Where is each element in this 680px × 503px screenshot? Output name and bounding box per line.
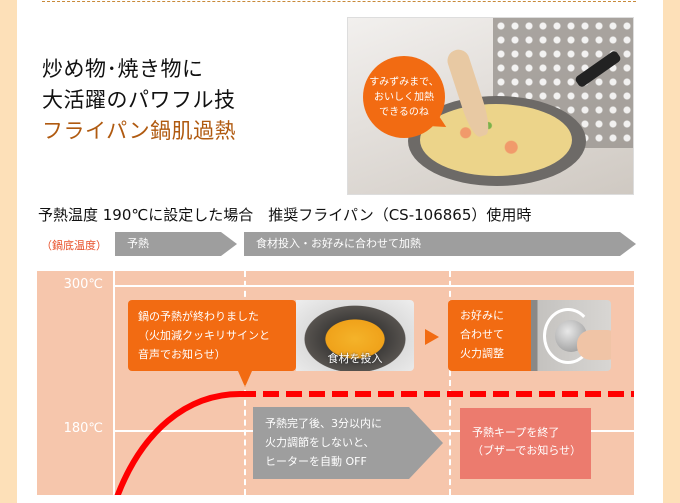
- preheat-text-3: 音声でお知らせ）: [138, 348, 226, 361]
- left-border-strip: [0, 0, 17, 503]
- y-tick-300: 300℃: [63, 277, 103, 292]
- keep-end-text-2: （ブザーでお知らせ）: [472, 444, 582, 457]
- top-divider: [42, 1, 636, 2]
- keep-end-text-1: 予熱キープを終了: [472, 426, 560, 439]
- speech-bubble: すみずみまで、 おいしく加熱 できるのね: [363, 56, 445, 138]
- chart-subtitle: 予熱温度 190℃に設定した場合 推奨フライパン（CS-106865）使用時: [38, 206, 532, 224]
- headline-line-1: 炒め物･焼き物に: [42, 57, 204, 81]
- temperature-chart: 300℃ 180℃ 鍋の予熱が終わりました （火加減クッキリサインと 音声でお知…: [37, 271, 634, 495]
- egg-pan-photo: 食材を投入: [296, 300, 414, 371]
- auto-off-text-3: ヒーターを自動 OFF: [265, 455, 367, 468]
- headline: 炒め物･焼き物に 大活躍のパワフル技 フライパン鍋肌過熱: [42, 54, 236, 147]
- preheat-text-1: 鍋の予熱が終わりました: [138, 310, 259, 323]
- heat-adjust-callout: お好みに 合わせて 火力調整: [448, 300, 531, 371]
- keep-end-callout: 予熱キープを終了 （ブザーでお知らせ）: [460, 408, 591, 479]
- fried-rice: [420, 104, 572, 176]
- gridline-300: [115, 285, 634, 287]
- temperature-curve: [114, 391, 634, 495]
- play-arrow-icon: [425, 329, 439, 345]
- adjust-text-3: 火力調整: [460, 347, 504, 360]
- adjust-text-2: 合わせて: [460, 328, 504, 341]
- bubble-text-2: おいしく加熱: [373, 91, 434, 103]
- bubble-text-1: すみずみまで、: [369, 76, 439, 88]
- headline-line-3: フライパン鍋肌過熱: [42, 119, 237, 143]
- right-border-strip: [663, 0, 680, 503]
- preheat-done-callout: 鍋の予熱が終わりました （火加減クッキリサインと 音声でお知らせ）: [128, 300, 296, 387]
- hand: [577, 330, 611, 360]
- auto-off-callout: 予熱完了後、3分以内に 火力調節をしないと、 ヒーターを自動 OFF: [253, 407, 443, 479]
- knob-photo: [531, 300, 611, 371]
- fried-rice-photo: すみずみまで、 おいしく加熱 できるのね: [347, 17, 634, 195]
- rotate-arrows-icon: [543, 308, 593, 364]
- photo-caption: 食材を投入: [327, 352, 383, 365]
- y-axis-line: [113, 271, 115, 495]
- auto-off-text-1: 予熱完了後、3分以内に: [265, 417, 382, 430]
- bubble-text-3: できるのね: [379, 106, 429, 118]
- phase-preheat: 予熱: [115, 232, 237, 256]
- y-axis-label: （鍋底温度）: [41, 239, 107, 252]
- preheat-text-2: （火加減クッキリサインと: [138, 329, 270, 342]
- headline-line-2: 大活躍のパワフル技: [42, 88, 236, 112]
- phase-divider-2: [449, 271, 451, 495]
- phase-cooking: 食材投入・お好みに合わせて加熱: [244, 232, 636, 256]
- y-tick-180: 180℃: [63, 421, 103, 436]
- adjust-text-1: お好みに: [460, 309, 504, 322]
- auto-off-text-2: 火力調節をしないと、: [265, 436, 375, 449]
